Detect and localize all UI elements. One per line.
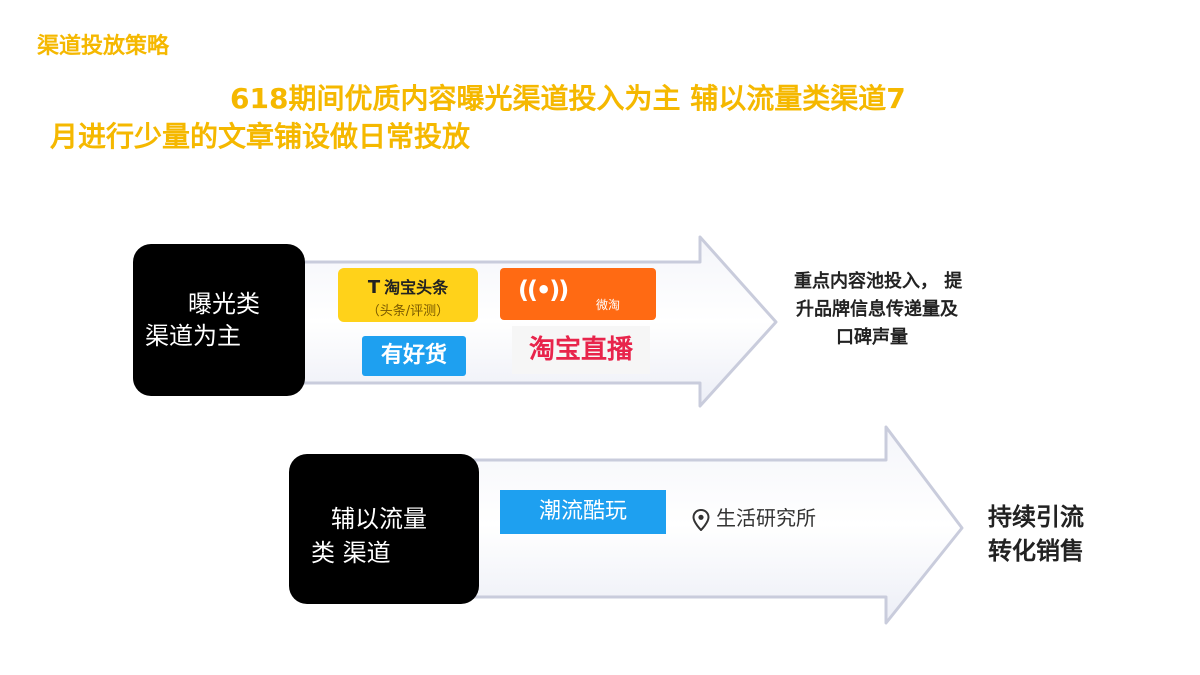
headline-line-1: 618期间优质内容曝光渠道投入为主 辅以流量类渠道7 [230,82,906,115]
traffic-category-line-2: 类 渠道 [311,539,391,567]
traffic-result-line-1: 持续引流 [988,503,1084,531]
shenghuo-label: 生活研究所 [716,506,816,530]
headline: 618期间优质内容曝光渠道投入为主 辅以流量类渠道7 月进行少量的文章铺设做日常… [50,80,1130,156]
traffic-flow-arrow [453,425,964,625]
headline-line-2: 月进行少量的文章铺设做日常投放 [50,120,471,153]
traffic-category-box: 辅以流量 类 渠道 [289,454,479,604]
map-pin-icon [692,508,710,531]
exposure-result-line-3: 口碑声量 [836,327,908,348]
exposure-result-line-1: 重点内容池投入， 提 [794,271,963,292]
page-title: 渠道投放策略 [37,34,170,59]
traffic-category-line-1: 辅以流量 [331,505,427,533]
shenghuo-yanjiusuo-logo: 生活研究所 [692,502,852,534]
broadcast-signal-icon: ((•)) [518,276,569,304]
taobao-toutiao-name: 淘宝头条 [384,278,449,297]
taobao-live-logo: 淘宝直播 [512,326,650,374]
exposure-result-line-2: 升品牌信息传递量及 [796,299,958,320]
weitao-label: 微淘 [596,298,621,312]
traffic-result-text: 持续引流 转化销售 [988,500,1148,568]
chaoliu-kuwan-logo: 潮流酷玩 [500,490,666,534]
exposure-category-line-2: 渠道为主 [145,322,241,350]
weitao-logo: ((•)) 微淘 [500,268,656,320]
traffic-result-line-2: 转化销售 [988,537,1084,565]
taobao-toutiao-subtitle: （头条/评测） [366,304,450,319]
toutiao-t-icon: T [367,277,381,298]
exposure-category-line-1: 曝光类 [188,290,260,318]
exposure-category-box: 曝光类 渠道为主 [133,244,305,396]
youhaohuo-logo: 有好货 [362,336,466,376]
exposure-result-text: 重点内容池投入， 提 升品牌信息传递量及 口碑声量 [788,268,1048,352]
